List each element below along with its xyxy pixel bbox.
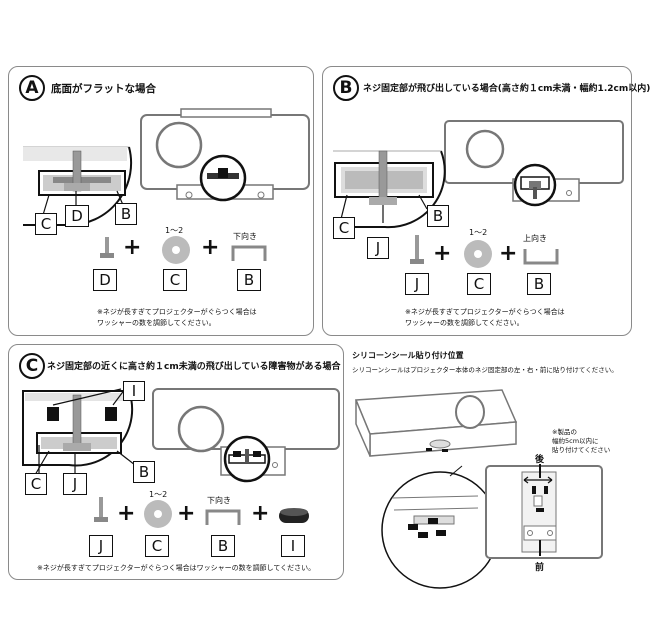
plus-sign: +: [201, 235, 220, 260]
panel-a-note-1: ※ネジが長すぎてプロジェクターがぐらつく場合は: [97, 308, 257, 316]
washer-icon: [162, 236, 190, 264]
silicone-subtitle: シリコーンシールはプロジェクター本体のネジ固定部の左・右・前に貼り付けてください…: [352, 366, 618, 374]
projector-illustration: [152, 388, 340, 483]
label-c: C: [35, 213, 57, 235]
plus-sign: +: [251, 501, 270, 526]
panel-b-badge: B: [333, 75, 359, 101]
part-b-label: B: [527, 273, 551, 295]
bracket-down-icon: [205, 509, 241, 525]
screw-icon: [100, 237, 114, 258]
panel-b-note-1: ※ネジが長すぎてプロジェクターがぐらつく場合は: [405, 308, 565, 316]
washer-icon: [464, 240, 492, 268]
panel-a: A 底面がフラットな場合 C D B + 1～2 + 下向き: [8, 66, 314, 336]
panel-a-badge: A: [19, 75, 45, 101]
label-c: C: [25, 473, 47, 495]
label-j: J: [367, 237, 389, 259]
label-d: D: [65, 205, 89, 227]
panel-b-note-2: ワッシャーの数を調節してください。: [405, 319, 524, 327]
panel-silicone: シリコーンシール貼り付け位置 シリコーンシールはプロジェクター本体のネジ固定部の…: [352, 348, 636, 589]
screw-icon: [94, 497, 108, 522]
panel-c-title: ネジ固定部の近くに高さ約１cm未満の飛び出している障害物がある場合: [47, 362, 341, 372]
part-d-label: D: [93, 269, 117, 291]
plus-sign: +: [433, 241, 452, 266]
silicone-illustration: [354, 389, 603, 589]
silicone-note-2: 幅約5cm以内に: [552, 437, 599, 445]
bracket-down-icon: [231, 245, 267, 261]
panel-a-title: 底面がフラットな場合: [51, 83, 156, 95]
part-c-label: C: [163, 269, 187, 291]
panel-b: B ネジ固定部が飛び出している場合(高さ約１cm未満・幅約1.2cm以内) C …: [322, 66, 650, 336]
bracket-direction: 下向き: [207, 496, 231, 505]
screw-icon: [410, 235, 424, 264]
label-b: B: [427, 205, 449, 227]
part-i-label: I: [281, 535, 305, 557]
silicone-note-3: 貼り付けてください: [552, 446, 611, 454]
zoom-detail: [22, 388, 136, 476]
panel-c-badge: C: [19, 353, 45, 379]
part-b-label: B: [211, 535, 235, 557]
back-label: 後: [535, 455, 545, 465]
bracket-direction: 下向き: [233, 232, 257, 241]
panel-c: C ネジ固定部の近くに高さ約１cm未満の飛び出している障害物がある場合 I C …: [8, 344, 344, 580]
zoom-detail: [23, 146, 133, 227]
panel-a-note-2: ワッシャーの数を調節してください。: [97, 319, 216, 327]
silicone-title: シリコーンシール貼り付け位置: [352, 351, 464, 360]
projector-illustration: [140, 108, 310, 202]
part-j-label: J: [89, 535, 113, 557]
washer-count: 1～2: [469, 228, 488, 237]
part-c-label: C: [145, 535, 169, 557]
washer-icon: [144, 500, 172, 528]
label-b: B: [133, 461, 155, 483]
plus-sign: +: [177, 501, 196, 526]
projector-illustration: [444, 120, 624, 207]
washer-count: 1～2: [165, 226, 184, 235]
zoom-detail: [333, 150, 446, 229]
silicone-note-1: ※製品の: [552, 428, 577, 436]
plus-sign: +: [123, 235, 142, 260]
bracket-direction: 上向き: [523, 234, 547, 243]
part-b-label: B: [237, 269, 261, 291]
part-j-label: J: [405, 273, 429, 295]
front-label: 前: [535, 563, 545, 573]
label-i: I: [123, 381, 145, 401]
plus-sign: +: [117, 501, 136, 526]
washer-count: 1～2: [149, 490, 168, 499]
label-j: J: [63, 473, 87, 495]
part-c-label: C: [467, 273, 491, 295]
label-c: C: [333, 217, 355, 239]
rubber-pad-icon: [279, 508, 309, 523]
label-b: B: [115, 203, 137, 225]
panel-b-title: ネジ固定部が飛び出している場合(高さ約１cm未満・幅約1.2cm以内): [363, 84, 650, 94]
plus-sign: +: [499, 241, 518, 266]
bracket-up-icon: [523, 249, 559, 265]
panel-c-note: ※ネジが長すぎてプロジェクターがぐらつく場合はワッシャーの数を調節してください。: [37, 564, 316, 572]
